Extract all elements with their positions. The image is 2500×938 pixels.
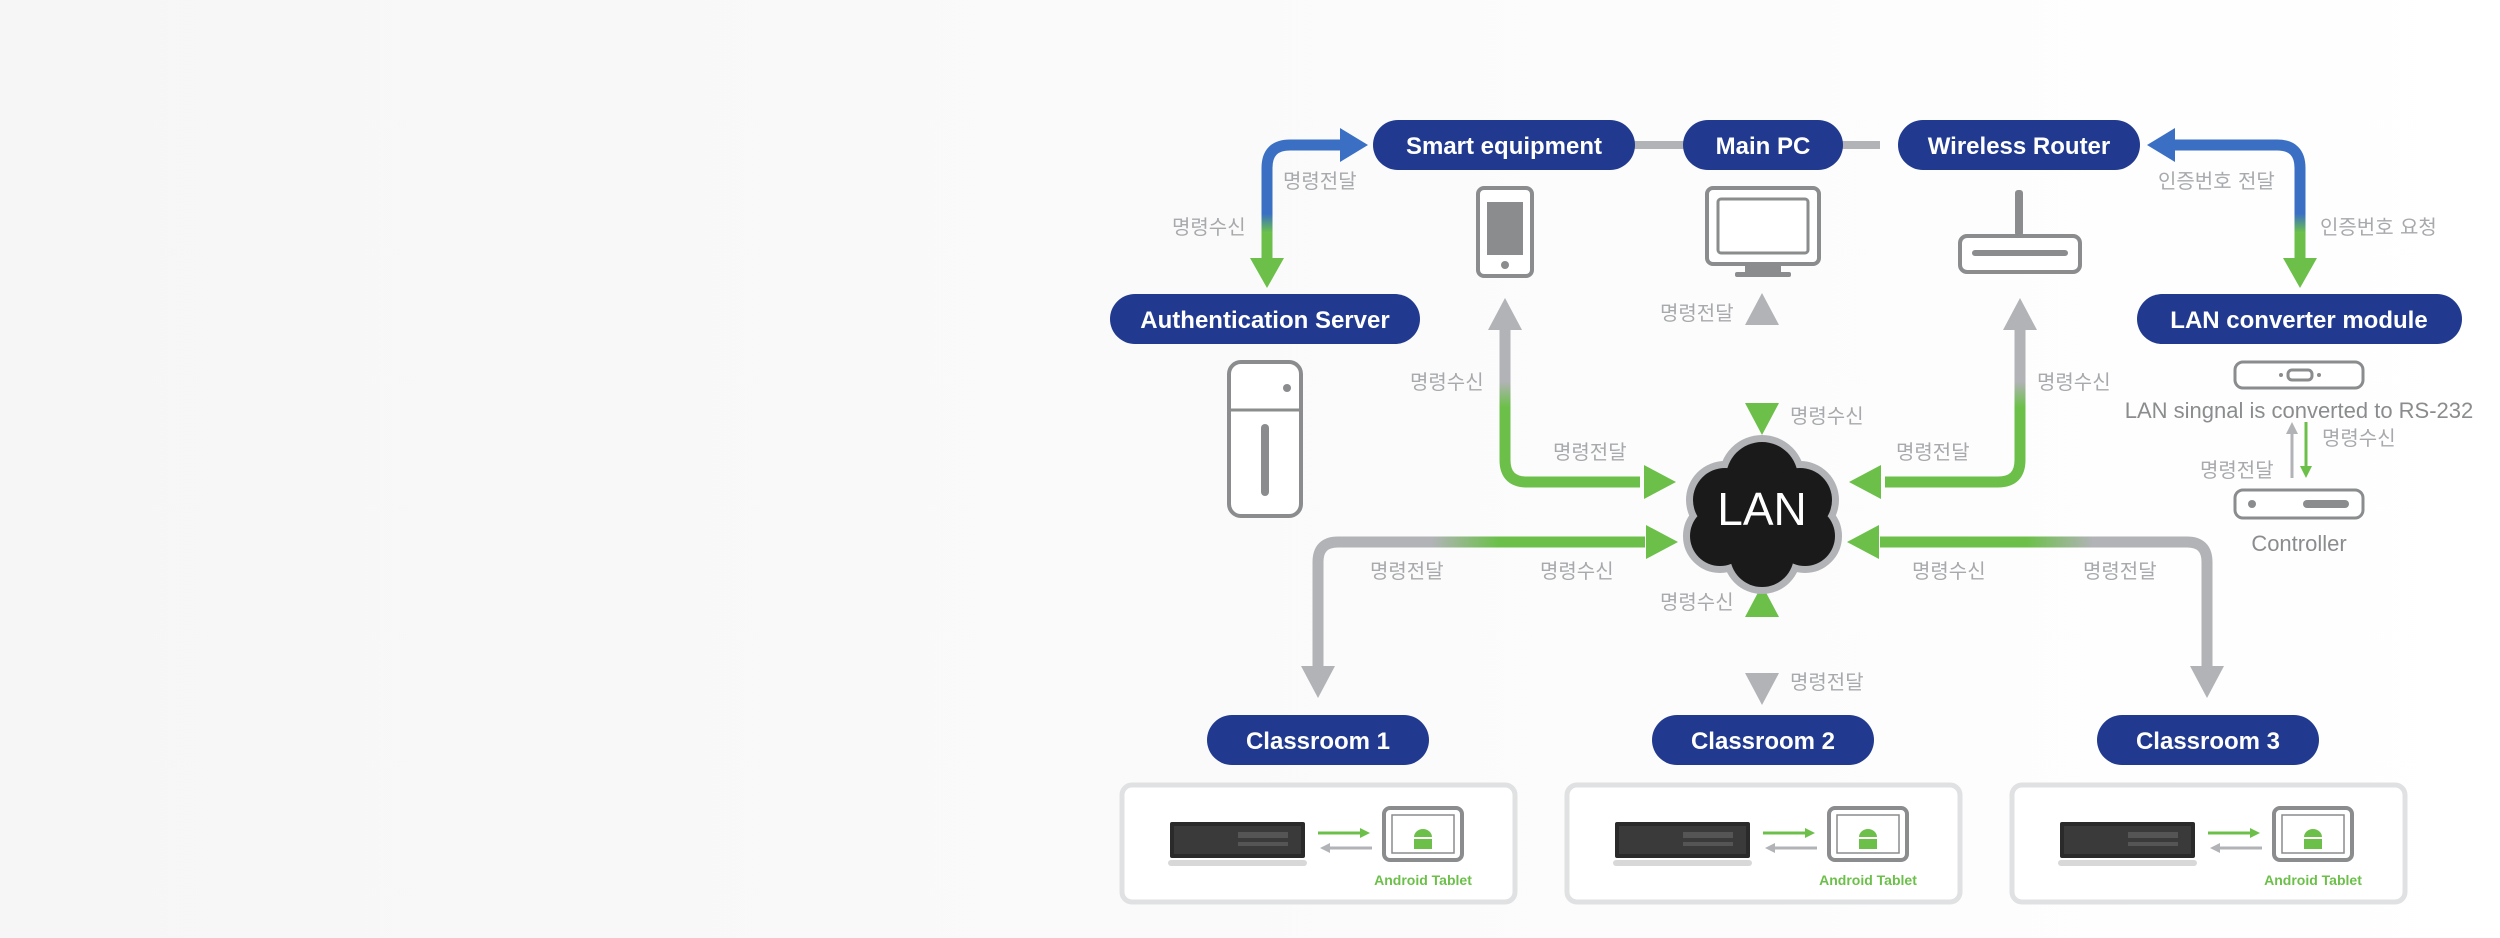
rack-unit-icon <box>1613 822 1752 866</box>
c3-lan-arrow <box>1847 525 2224 698</box>
pill-classroom-3: Classroom 3 <box>2097 715 2319 765</box>
pill-smart-equipment: Smart equipment <box>1373 120 1635 170</box>
android-tablet-label: Android Tablet <box>1819 872 1917 888</box>
pill-smart-equipment-label: Smart equipment <box>1406 133 1602 160</box>
label-smart-recv: 명령수신 <box>1410 370 1484 394</box>
controller-icon <box>2233 488 2365 520</box>
label-router-recv: 명령수신 <box>2037 370 2111 394</box>
pill-auth-server-label: Authentication Server <box>1140 307 1389 334</box>
android-tablet-icon <box>2272 806 2354 862</box>
label-c1-recv: 명령수신 <box>1540 559 1614 583</box>
label-conv-recv: 명령수신 <box>2322 426 2396 450</box>
pill-classroom-1-label: Classroom 1 <box>1246 728 1390 755</box>
monitor-icon <box>1705 186 1821 277</box>
pill-classroom-3-label: Classroom 3 <box>2136 728 2280 755</box>
lan-cloud <box>1683 435 1842 594</box>
lan-label: LAN <box>1717 483 1806 535</box>
label-auth-recv: 명령수신 <box>1172 215 1246 239</box>
rack-unit-icon <box>1168 822 1307 866</box>
pill-main-pc: Main PC <box>1683 120 1843 170</box>
label-router-send: 명령전달 <box>1896 440 1970 464</box>
pill-classroom-2: Classroom 2 <box>1652 715 1874 765</box>
label-c2-send: 명령전달 <box>1790 670 1864 694</box>
label-c3-send: 명령전달 <box>2083 559 2157 583</box>
router-icon <box>1958 190 2082 274</box>
label-c3-recv: 명령수신 <box>1912 559 1986 583</box>
pill-main-pc-label: Main PC <box>1716 133 1811 160</box>
label-auth-send: 명령전달 <box>1283 169 1357 193</box>
classroom-3-equipment: Android Tablet <box>2009 782 2408 905</box>
router-lan-arrow <box>1849 298 2037 499</box>
pill-lan-converter: LAN converter module <box>2137 294 2462 344</box>
pill-auth-server: Authentication Server <box>1110 294 1420 344</box>
rack-unit-icon <box>2058 822 2197 866</box>
label-router-auth-req: 인증번호 요청 <box>2320 215 2437 239</box>
label-pc-send: 명령전달 <box>1660 301 1734 325</box>
bidirectional-arrows <box>1763 828 1817 853</box>
pill-wireless-router-label: Wireless Router <box>1928 133 2111 160</box>
pc-lan-arrow <box>1745 293 1779 435</box>
classroom-2-equipment: Android Tablet <box>1564 782 1963 905</box>
converter-controller-arrows <box>2286 422 2312 478</box>
auth-smart-arrow <box>1250 128 1368 288</box>
smartphone-icon <box>1476 186 1534 278</box>
label-pc-recv: 명령수신 <box>1790 404 1864 428</box>
label-conv-send: 명령전달 <box>2200 458 2274 482</box>
router-converter-arrow <box>2147 128 2317 288</box>
label-router-auth-send: 인증번호 전달 <box>2158 169 2275 193</box>
bidirectional-arrows <box>2208 828 2262 853</box>
c1-lan-arrow <box>1301 525 1678 698</box>
c2-lan-arrow <box>1745 585 1779 705</box>
controller-label: Controller <box>2251 531 2346 556</box>
pill-classroom-2-label: Classroom 2 <box>1691 728 1835 755</box>
pill-lan-converter-label: LAN converter module <box>2170 307 2427 334</box>
smart-lan-arrow <box>1488 298 1676 499</box>
label-c2-recv: 명령수신 <box>1660 590 1734 614</box>
android-tablet-icon <box>1827 806 1909 862</box>
android-tablet-icon <box>1382 806 1464 862</box>
bidirectional-arrows <box>1318 828 1372 853</box>
converter-module-icon <box>2233 360 2365 390</box>
pill-classroom-1: Classroom 1 <box>1207 715 1429 765</box>
pill-wireless-router: Wireless Router <box>1898 120 2140 170</box>
classroom-1-equipment: Android Tablet <box>1119 782 1518 905</box>
android-tablet-label: Android Tablet <box>1374 872 1472 888</box>
label-smart-send: 명령전달 <box>1553 440 1627 464</box>
server-icon <box>1227 360 1303 518</box>
converter-note: LAN singnal is converted to RS-232 <box>2125 398 2474 423</box>
android-tablet-label: Android Tablet <box>2264 872 2362 888</box>
label-c1-send: 명령전달 <box>1370 559 1444 583</box>
